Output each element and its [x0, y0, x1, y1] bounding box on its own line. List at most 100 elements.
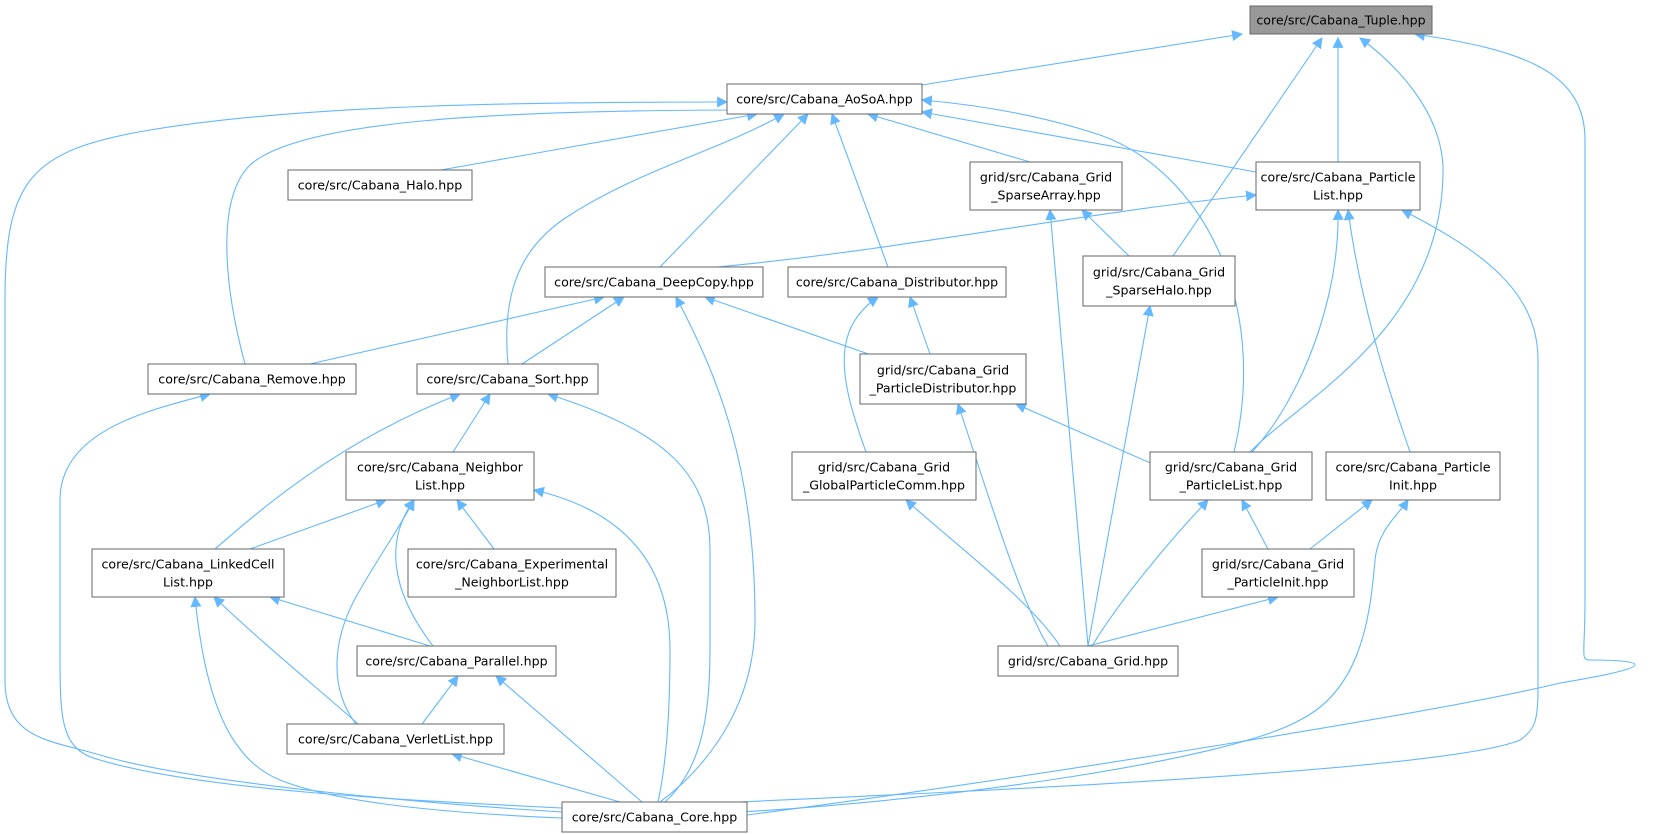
- node-tuple[interactable]: core/src/Cabana_Tuple.hpp: [1249, 5, 1433, 35]
- edge-core-to-verlet: [450, 751, 621, 803]
- edges-layer: [4, 30, 1636, 819]
- node-box[interactable]: [356, 645, 557, 677]
- node-box[interactable]: [286, 723, 505, 755]
- node-box[interactable]: [91, 548, 285, 598]
- edge-grid-to-gridparticleinit: [1087, 594, 1280, 647]
- edge-line: [521, 296, 625, 365]
- node-box[interactable]: [416, 363, 599, 395]
- node-grid[interactable]: grid/src/Cabana_Grid.hpp: [997, 645, 1179, 677]
- edge-grid-to-sparsehalo: [1087, 304, 1154, 647]
- edge-remove-to-deepcopy: [309, 293, 606, 365]
- node-particlelist[interactable]: core/src/Cabana_ParticleList.hpp: [1255, 161, 1421, 211]
- node-parallel[interactable]: core/src/Cabana_Parallel.hpp: [356, 645, 557, 677]
- edge-core-to-aosoa: [4, 96, 729, 813]
- edge-line: [1087, 594, 1280, 647]
- node-box[interactable]: [1149, 451, 1313, 501]
- edge-line: [1091, 499, 1209, 647]
- edge-line: [506, 113, 785, 365]
- node-box[interactable]: [544, 266, 764, 298]
- edge-line: [908, 295, 931, 355]
- edge-gridparticleinit-to-particleinit: [1309, 499, 1373, 550]
- node-distributor[interactable]: core/src/Cabana_Distributor.hpp: [787, 266, 1007, 298]
- node-box[interactable]: [1201, 548, 1355, 598]
- edge-distributor-to-aosoa: [830, 112, 889, 268]
- node-box[interactable]: [791, 451, 977, 501]
- node-particleinit[interactable]: core/src/Cabana_ParticleInit.hpp: [1325, 451, 1501, 501]
- edge-grid-to-gridparticlelist: [1091, 499, 1209, 647]
- edge-line: [456, 499, 495, 550]
- node-box[interactable]: [287, 169, 473, 201]
- node-particledistributor[interactable]: grid/src/Cabana_Grid_ParticleDistributor…: [859, 353, 1027, 405]
- node-experimental[interactable]: core/src/Cabana_Experimental_NeighborLis…: [407, 548, 617, 598]
- edge-line: [703, 295, 881, 359]
- edge-deepcopy-to-aosoa: [659, 113, 809, 268]
- node-label: core/src/Cabana_Experimental: [416, 557, 608, 572]
- node-gridparticlelist[interactable]: grid/src/Cabana_Grid _ParticleList.hpp: [1149, 451, 1313, 501]
- nodes-layer: core/src/Cabana_Tuple.hpp core/src/Cabana…: [91, 5, 1501, 833]
- node-label: grid/src/Cabana_Grid.hpp: [1008, 654, 1168, 669]
- node-box[interactable]: [859, 353, 1027, 405]
- node-box[interactable]: [147, 363, 357, 395]
- edge-line: [1081, 209, 1130, 257]
- node-label: core/src/Cabana_Particle: [1336, 460, 1491, 475]
- edge-core-to-sort: [546, 391, 711, 803]
- edge-linkedcell-to-sort: [214, 392, 462, 550]
- node-label: grid/src/Cabana_Grid: [1093, 265, 1225, 280]
- node-halo[interactable]: core/src/Cabana_Halo.hpp: [287, 169, 473, 201]
- node-box[interactable]: [1249, 5, 1433, 35]
- edge-line: [309, 293, 606, 365]
- node-box[interactable]: [1082, 255, 1236, 307]
- edge-experimental-to-neighborlist: [456, 499, 495, 550]
- edge-line: [746, 30, 1636, 816]
- node-box[interactable]: [997, 645, 1179, 677]
- edge-line: [1251, 208, 1344, 453]
- node-box[interactable]: [969, 161, 1123, 211]
- node-label: grid/src/Cabana_Grid: [818, 460, 950, 475]
- node-box[interactable]: [787, 266, 1007, 298]
- node-label: _SparseHalo.hpp: [1105, 283, 1212, 298]
- edge-line: [213, 596, 359, 725]
- edge-line: [905, 499, 1061, 647]
- edge-gridparticlelist-to-particlelist: [1251, 208, 1344, 453]
- node-label: core/src/Cabana_Remove.hpp: [158, 372, 345, 387]
- node-label: _ParticleInit.hpp: [1227, 575, 1329, 590]
- node-label: List.hpp: [415, 478, 465, 493]
- node-sort[interactable]: core/src/Cabana_Sort.hpp: [416, 363, 599, 395]
- edge-line: [1045, 208, 1089, 647]
- node-box[interactable]: [561, 801, 748, 833]
- edge-line: [4, 96, 729, 813]
- node-remove[interactable]: core/src/Cabana_Remove.hpp: [147, 363, 357, 395]
- edge-sparsehalo-to-sparsearray: [1081, 209, 1130, 257]
- node-label: _SparseArray.hpp: [990, 188, 1101, 203]
- edge-line: [532, 486, 671, 803]
- edge-line: [1241, 499, 1269, 550]
- edge-line: [268, 594, 431, 647]
- node-label: core/src/Cabana_Sort.hpp: [426, 372, 588, 387]
- node-sparsehalo[interactable]: grid/src/Cabana_Grid _SparseHalo.hpp: [1082, 255, 1236, 307]
- edge-parallel-to-linkedcell: [268, 594, 431, 647]
- edge-grid-to-particledistributor: [955, 402, 1049, 647]
- node-aosoa[interactable]: core/src/Cabana_AoSoA.hpp: [726, 83, 923, 115]
- node-core[interactable]: core/src/Cabana_Core.hpp: [561, 801, 748, 833]
- edge-verlet-to-neighborlist: [336, 499, 415, 725]
- edge-core-to-particleinit: [739, 499, 1409, 813]
- edge-line: [1172, 37, 1323, 257]
- node-deepcopy[interactable]: core/src/Cabana_DeepCopy.hpp: [544, 266, 764, 298]
- edge-core-to-remove: [59, 391, 563, 809]
- node-sparsearray[interactable]: grid/src/Cabana_Grid_SparseArray.hpp: [969, 161, 1123, 211]
- node-box[interactable]: [1325, 451, 1501, 501]
- edge-halo-to-aosoa: [440, 110, 759, 171]
- node-label: grid/src/Cabana_Grid: [1165, 460, 1297, 475]
- node-label: _ParticleList.hpp: [1179, 478, 1283, 493]
- node-box[interactable]: [407, 548, 617, 598]
- edge-line: [452, 393, 491, 453]
- node-globalparticlecomm[interactable]: grid/src/Cabana_Grid_GlobalParticleComm.…: [791, 451, 977, 501]
- node-box[interactable]: [1255, 161, 1421, 211]
- node-gridparticleinit[interactable]: grid/src/Cabana_Grid_ParticleInit.hpp: [1201, 548, 1355, 598]
- node-verlet[interactable]: core/src/Cabana_VerletList.hpp: [286, 723, 505, 755]
- node-box[interactable]: [726, 83, 923, 115]
- edge-gridparticlelist-to-aosoa: [920, 95, 1245, 453]
- node-neighborlist[interactable]: core/src/Cabana_NeighborList.hpp: [345, 451, 535, 501]
- node-box[interactable]: [345, 451, 535, 501]
